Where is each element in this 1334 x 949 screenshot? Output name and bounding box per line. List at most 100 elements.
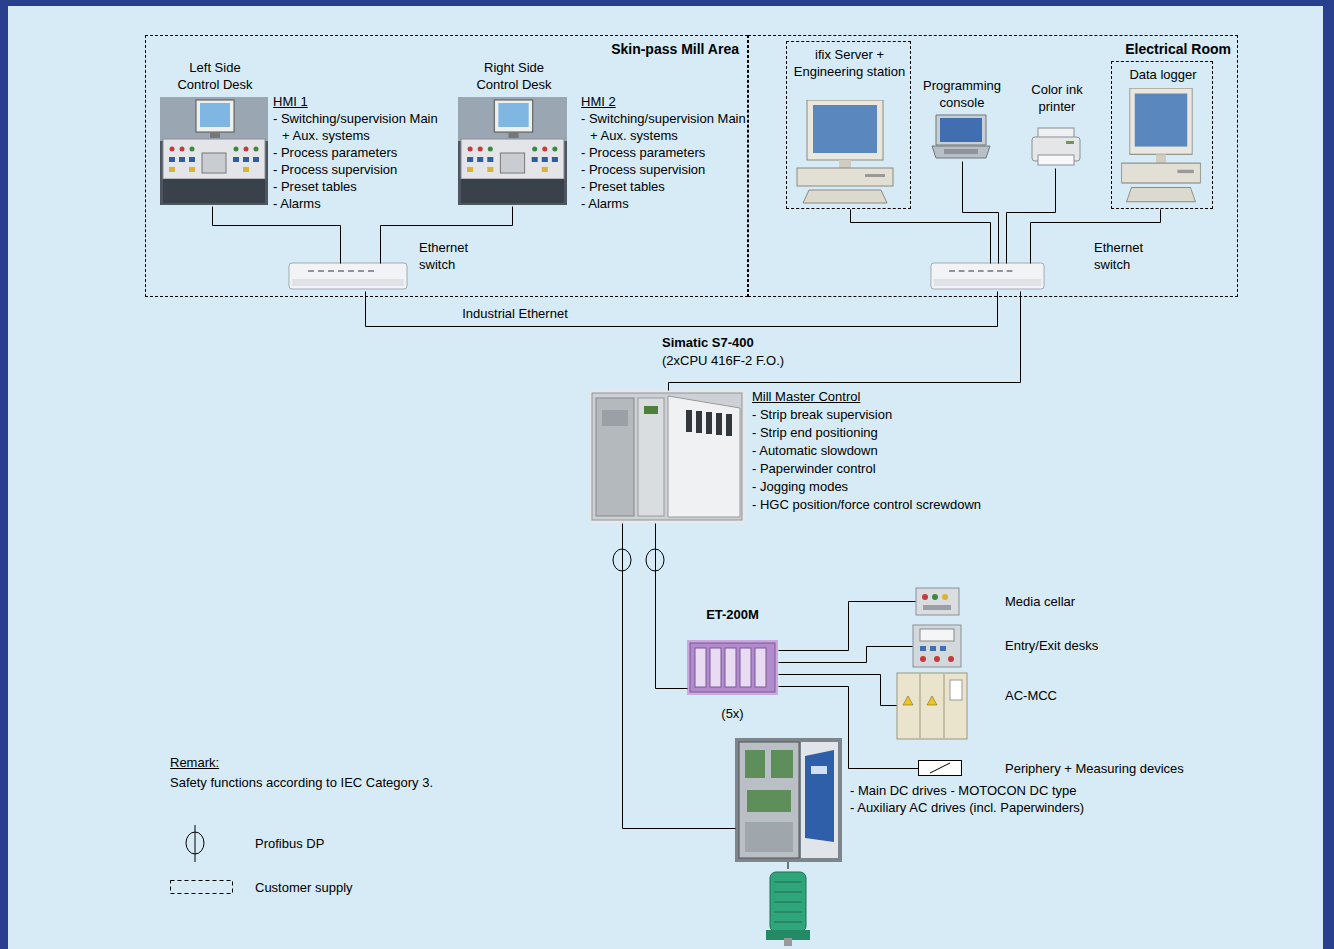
node-text: HMI 1 <box>273 93 443 110</box>
ethernet-switch: Ethernet switch <box>931 263 1046 291</box>
computer-picture <box>797 100 893 203</box>
node-text: HMI 2 <box>581 93 746 110</box>
cabinet-picture <box>897 673 967 739</box>
frame-band <box>0 0 1334 6</box>
node-text: - Switching/supervision Main + Aux. syst… <box>273 110 443 144</box>
note-text: Safety functions according to IEC Catego… <box>170 774 590 791</box>
connector <box>779 647 913 663</box>
motor-control-center: AC-MCC <box>896 672 968 740</box>
node-text: - Jogging modes <box>752 478 1082 496</box>
text-group: AC-MCC <box>1005 687 1155 704</box>
text-group: Ethernet switch <box>1094 239 1164 273</box>
device-picture <box>913 625 961 667</box>
drive-picture <box>735 738 842 862</box>
color-printer: Color ink printer <box>1031 128 1083 168</box>
node-text: - Automatic slowdown <box>752 442 1082 460</box>
device-picture <box>916 588 959 615</box>
connector-label: Industrial Ethernet <box>415 305 615 322</box>
node-text: Ethernet switch <box>419 239 489 273</box>
text-group: Left Side Control Desk <box>168 59 262 93</box>
computer-picture <box>1122 88 1201 202</box>
node-text: Periphery + Measuring devices <box>1005 760 1225 777</box>
switch-picture <box>931 263 1044 289</box>
text-group: HMI 2- Switching/supervision Main + Aux.… <box>581 93 746 212</box>
server-station: ifix Server + Engineering station <box>786 41 911 209</box>
text-group: Profibus DP <box>255 835 455 852</box>
programming-console: Programming console <box>931 114 993 161</box>
control-desk: Right Side Control DeskHMI 2- Switching/… <box>459 98 568 206</box>
connector <box>779 675 897 706</box>
text-group: ET-200M <box>680 606 785 623</box>
node-text: AC-MCC <box>1005 687 1155 704</box>
node-text: Right Side Control Desk <box>466 59 562 93</box>
motor-picture <box>766 872 810 946</box>
media-cellar: Media cellar <box>915 587 960 616</box>
node-text: Programming console <box>913 77 1011 111</box>
node-text: Media cellar <box>1005 593 1155 610</box>
data-logger: Data logger <box>1111 61 1213 209</box>
connector <box>1031 210 1161 264</box>
area-region: Skin-pass Mill AreaLeft Side Control Des… <box>145 35 748 297</box>
note-text: Remark: <box>170 754 470 771</box>
text-group: Skin-pass Mill Area <box>151 41 739 58</box>
node-text: - Alarms <box>581 195 746 212</box>
legend-text: Profibus DP <box>255 835 455 852</box>
text-group: Safety functions according to IEC Catego… <box>170 774 590 791</box>
frame-band <box>1323 0 1334 949</box>
node-text: (2xCPU 416F-2 F.O.) <box>662 352 962 370</box>
node-text: Simatic S7-400 <box>662 334 962 352</box>
remote-io-rack: ET-200M(5x) <box>687 640 778 695</box>
node-text: ifix Server + Engineering station <box>791 46 908 80</box>
text-group: Electrical Room <box>1061 41 1231 58</box>
node-text: Entry/Exit desks <box>1005 637 1155 654</box>
text-group: Simatic S7-400(2xCPU 416F-2 F.O.) <box>662 334 962 370</box>
node-text: - Alarms <box>273 195 443 212</box>
node-text: - Strip break supervision <box>752 406 1082 424</box>
connector <box>213 207 341 264</box>
node-text: - Paperwinder control <box>752 460 1082 478</box>
connector <box>779 687 919 769</box>
text-group: Media cellar <box>1005 593 1155 610</box>
text-group: Color ink printer <box>1023 81 1091 115</box>
node-text: - Process supervision <box>581 161 746 178</box>
switch-picture <box>289 263 407 289</box>
connector <box>779 602 916 651</box>
printer-picture <box>1032 128 1080 165</box>
text-group: Programming console <box>913 77 1011 111</box>
text-group: ifix Server + Engineering station <box>791 46 908 80</box>
legend-text: Customer supply <box>255 879 455 896</box>
connector <box>623 524 736 829</box>
node-text: - Process supervision <box>273 161 443 178</box>
motor-cable <box>788 862 789 869</box>
text-group: Periphery + Measuring devices <box>1005 760 1225 777</box>
node-text: Mill Master Control <box>752 388 1082 406</box>
node-text: (5x) <box>680 705 785 722</box>
drive-cabinet: - Main DC drives - MOTOCON DC type- Auxi… <box>735 738 842 862</box>
node-text: - Preset tables <box>581 178 746 195</box>
node-text: - Process parameters <box>581 144 746 161</box>
node-text: Ethernet switch <box>1094 239 1164 273</box>
control-desk: Left Side Control DeskHMI 1- Switching/s… <box>161 98 269 206</box>
node-text: - Main DC drives - MOTOCON DC type <box>850 782 1200 799</box>
legend-dashed-box <box>171 881 233 894</box>
plc-rack: Simatic S7-400(2xCPU 416F-2 F.O.)Mill Ma… <box>590 390 745 523</box>
node-text: Electrical Room <box>1061 41 1231 58</box>
text-group: - Main DC drives - MOTOCON DC type- Auxi… <box>850 782 1200 816</box>
control-desk-picture <box>458 97 567 205</box>
entry-exit-desk: Entry/Exit desks <box>912 624 962 668</box>
node-text: - Strip end positioning <box>752 424 1082 442</box>
text-group: Remark: <box>170 754 470 771</box>
text-group: Data logger <box>1114 66 1212 83</box>
node-text: - Switching/supervision Main + Aux. syst… <box>581 110 746 144</box>
connector <box>963 162 999 264</box>
area-region: Electrical Room ifix Server + Engineering… <box>748 35 1238 297</box>
io-rack-picture <box>687 640 778 695</box>
legend-profibus-symbol <box>186 825 204 862</box>
node-text: - Process parameters <box>273 144 443 161</box>
text-group: Industrial Ethernet <box>415 305 615 322</box>
connector <box>851 210 991 264</box>
connector <box>656 524 688 689</box>
node-text: Data logger <box>1114 66 1212 83</box>
